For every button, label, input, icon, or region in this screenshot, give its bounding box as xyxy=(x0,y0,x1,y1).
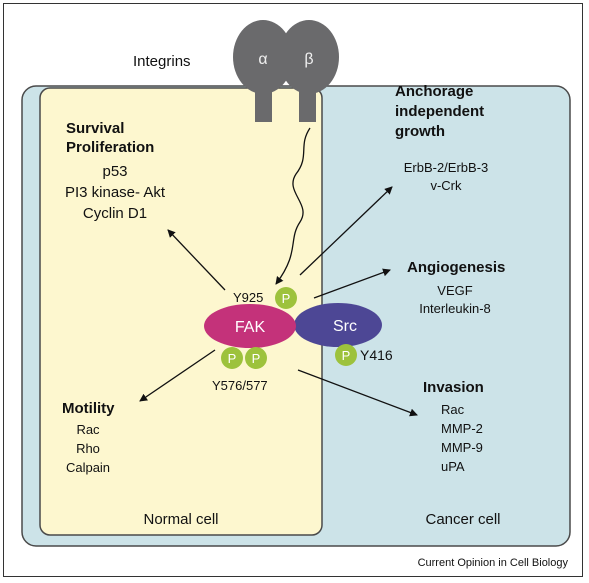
fak-label: FAK xyxy=(235,319,266,336)
integrin-beta: β xyxy=(279,20,339,122)
motility-item: Calpain xyxy=(66,460,110,475)
arrow-survival xyxy=(167,229,226,291)
invasion-item: MMP-2 xyxy=(441,421,483,436)
arrow-invasion xyxy=(297,369,418,417)
survival-heading-2: Proliferation xyxy=(66,139,154,156)
credit-label: Current Opinion in Cell Biology xyxy=(418,557,569,569)
phospho-y925: P xyxy=(275,287,297,309)
invasion-heading: Invasion xyxy=(423,379,484,396)
integrin-alpha-label: α xyxy=(258,51,267,68)
arrow-anchorage xyxy=(299,186,393,276)
survival-item: p53 xyxy=(102,163,127,180)
invasion-item: Rac xyxy=(441,402,465,417)
svg-text:P: P xyxy=(282,291,291,306)
normal-cell-label: Normal cell xyxy=(143,511,218,528)
motility-heading: Motility xyxy=(62,400,115,417)
arrow-motility xyxy=(139,349,216,402)
anchorage-item: ErbB-2/ErbB-3 xyxy=(404,160,489,175)
angiogenesis-item: Interleukin-8 xyxy=(419,301,491,316)
site-y416-label: Y416 xyxy=(360,347,393,363)
motility-item: Rac xyxy=(76,422,100,437)
integrin-beta-label: β xyxy=(304,51,313,68)
angiogenesis-item: VEGF xyxy=(437,283,472,298)
survival-heading-1: Survival xyxy=(66,120,124,137)
anchorage-item: v-Crk xyxy=(430,178,462,193)
anchorage-heading-1: Anchorage xyxy=(395,83,473,100)
phospho-y416: P xyxy=(335,344,357,366)
anchorage-heading-2: independent xyxy=(395,103,484,120)
motility-item: Rho xyxy=(76,441,100,456)
phospho-y576: P xyxy=(221,347,243,369)
svg-text:P: P xyxy=(252,351,261,366)
invasion-item: uPA xyxy=(441,459,465,474)
arrow-angiogenesis xyxy=(313,268,391,299)
anchorage-heading-3: growth xyxy=(395,123,445,140)
integrins-label: Integrins xyxy=(133,53,191,70)
svg-text:P: P xyxy=(342,348,351,363)
survival-item: PI3 kinase- Akt xyxy=(65,184,166,201)
integrin-alpha: α xyxy=(233,20,293,122)
src-label: Src xyxy=(333,318,357,335)
invasion-item: MMP-9 xyxy=(441,440,483,455)
site-y576-label: Y576/577 xyxy=(212,378,268,393)
svg-text:P: P xyxy=(228,351,237,366)
phospho-y577: P xyxy=(245,347,267,369)
integrin-signal-line xyxy=(275,127,311,285)
angiogenesis-heading: Angiogenesis xyxy=(407,259,505,276)
fak-protein xyxy=(204,304,296,348)
src-protein xyxy=(294,303,382,347)
survival-item: Cyclin D1 xyxy=(83,205,147,222)
cancer-cell-label: Cancer cell xyxy=(425,511,500,528)
site-y925-label: Y925 xyxy=(233,290,263,305)
